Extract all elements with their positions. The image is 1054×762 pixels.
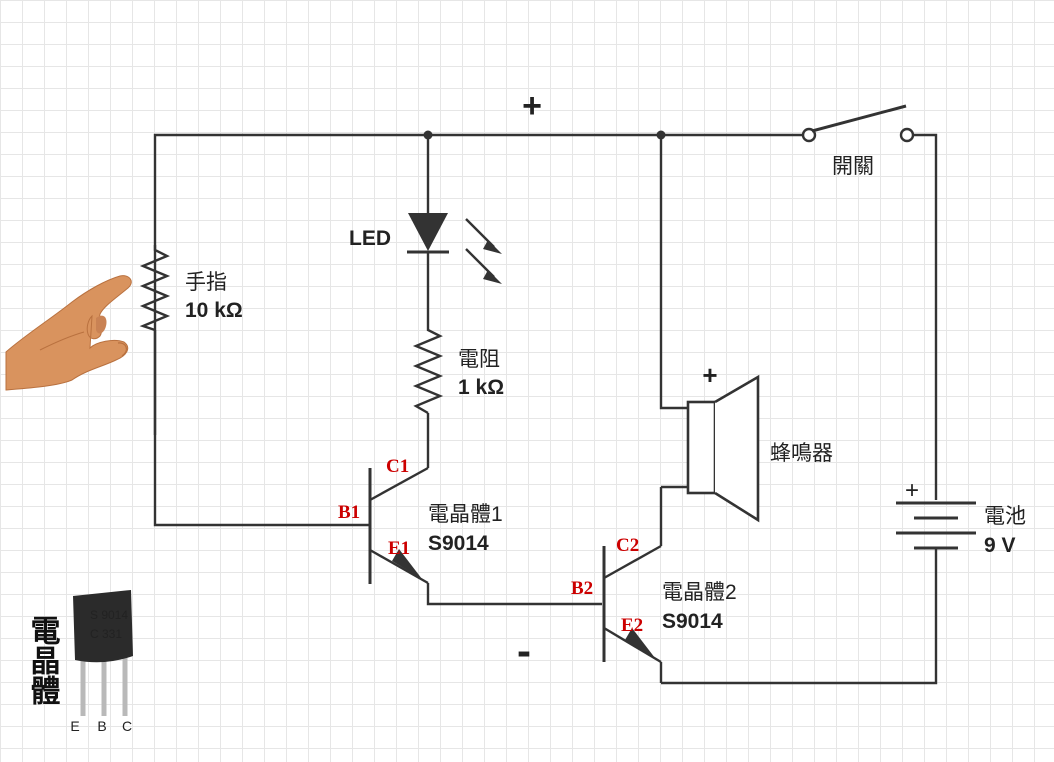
base1-wire xyxy=(153,330,370,527)
switch xyxy=(801,104,915,143)
collector1-label: C1 xyxy=(386,456,409,477)
bottom-rail-wire xyxy=(661,548,938,685)
led-label: LED xyxy=(349,227,391,250)
legend-title: 電晶體 xyxy=(26,615,60,705)
buzzer-symbol xyxy=(686,374,760,523)
pin-label-collector: C xyxy=(122,718,132,734)
wires xyxy=(153,133,938,685)
finger-resistor-symbol xyxy=(139,245,171,332)
pin-label-base: B xyxy=(97,718,106,734)
emitter2-label: E2 xyxy=(621,615,643,636)
collector2-label: C2 xyxy=(616,535,639,556)
positive-rail-sign: + xyxy=(522,87,542,125)
junction-dot xyxy=(423,130,433,140)
led-symbol xyxy=(407,213,502,284)
finger-resistor-name: 手指 xyxy=(185,271,227,294)
resistor-name: 電阻 xyxy=(458,348,500,371)
emitter1-label: E1 xyxy=(388,538,410,559)
buzzer-label: 蜂鳴器 xyxy=(770,442,833,465)
transistor2-name: 電晶體2 xyxy=(662,581,737,604)
transistor2-symbol xyxy=(602,485,688,683)
junction-dot xyxy=(656,130,666,140)
switch-label: 開關 xyxy=(832,155,874,178)
buzzer-positive-wire xyxy=(659,135,688,410)
battery-value: 9 V xyxy=(984,534,1016,557)
base2-label: B2 xyxy=(571,578,593,599)
transistor2-model: S9014 xyxy=(662,610,723,633)
transistor1-symbol xyxy=(368,466,429,585)
resistor-symbol xyxy=(412,325,444,415)
package-marking-line1: S 9014 xyxy=(90,608,128,622)
resistor-value: 1 kΩ xyxy=(458,376,504,399)
negative-rail-sign: - xyxy=(517,627,531,674)
pin-label-emitter: E xyxy=(70,718,79,734)
e1-to-b2-wire xyxy=(426,583,602,606)
buzzer-polarity: + xyxy=(702,360,717,390)
battery-name: 電池 xyxy=(984,505,1026,528)
transistor1-name: 電晶體1 xyxy=(428,503,503,526)
hand-illustration xyxy=(5,275,132,391)
transistor-package xyxy=(73,590,133,716)
transistor1-model: S9014 xyxy=(428,532,489,555)
finger-resistor-value: 10 kΩ xyxy=(185,299,243,322)
battery-symbol xyxy=(896,501,976,550)
switch-right-wire xyxy=(913,133,938,500)
battery-polarity: + xyxy=(905,477,919,504)
base1-label: B1 xyxy=(338,502,360,523)
package-marking-line2: C 331 xyxy=(90,627,122,641)
